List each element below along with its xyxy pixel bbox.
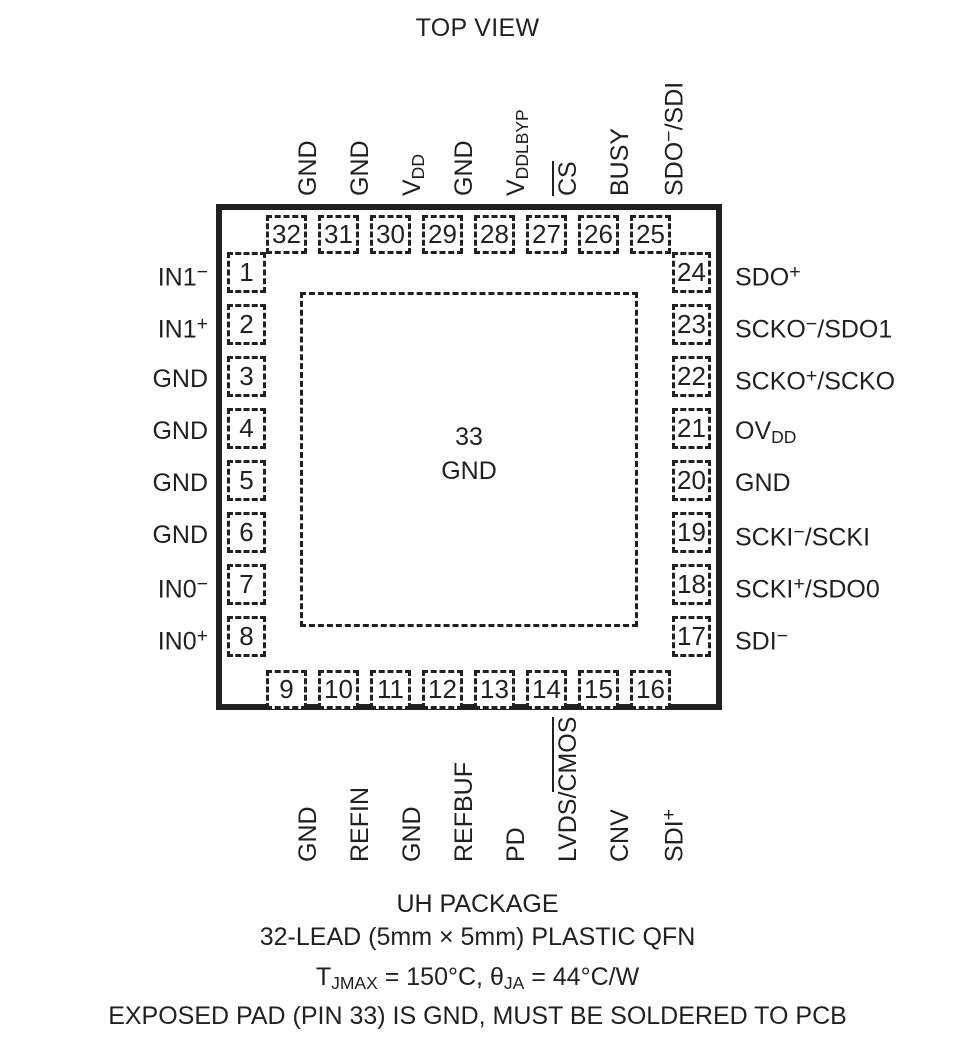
pin-pad-24: 24 [672,252,711,293]
pin-label-30: VDD [398,154,428,196]
pin-pad-30: 30 [370,215,411,254]
pin-label-1: IN1− [157,261,208,292]
pin-label-3: GND [152,365,208,393]
pin-label-2: IN1+ [157,313,208,344]
pin-pad-3: 3 [227,356,266,397]
pin-pad-13: 13 [474,670,515,709]
pin-label-9: GND [294,806,322,862]
pin-label-17: SDI− [735,625,789,656]
pin-label-11: GND [398,806,426,862]
pin-label-19: SCKI−/SCKI [735,521,871,552]
pin-label-13: PD [502,827,530,862]
pin-pad-9: 9 [266,670,307,709]
caption-package-name: UH PACKAGE [396,890,559,918]
pin-label-8: IN0+ [157,625,208,656]
pin-pad-25: 25 [630,215,671,254]
pin-pad-26: 26 [578,215,619,254]
caption-theta-value: = 44°C/W [524,963,640,991]
caption-tj-value: = 150°C, [377,963,490,991]
pin-label-18: SCKI+/SDO0 [735,573,880,604]
pin-label-10: REFIN [346,787,374,862]
pin-label-29: GND [450,140,478,196]
page-title: TOP VIEW [415,14,540,42]
package-caption: UH PACKAGE 32-LEAD (5mm × 5mm) PLASTIC Q… [0,888,955,1033]
pin-pad-6: 6 [227,512,266,553]
caption-package-spec: 32-LEAD (5mm × 5mm) PLASTIC QFN [259,923,696,951]
pin-pad-10: 10 [318,670,359,709]
pin-pad-29: 29 [422,215,463,254]
pin-pad-15: 15 [578,670,619,709]
caption-thermal-spec: TJMAX = 150°C, θJA = 44°C/W [0,954,955,1000]
pin-pad-27: 27 [526,215,567,254]
pin-pad-14: 14 [526,670,567,709]
pin-label-20: GND [735,469,791,497]
pin-label-27: CS [552,161,582,196]
pin-label-16: SDI+ [658,808,689,862]
pin-label-6: GND [152,521,208,549]
pin-label-31: GND [346,140,374,196]
pin-pad-4: 4 [227,408,266,449]
pin-label-22: SCKO+/SCKO [735,365,896,396]
pin-label-4: GND [152,417,208,445]
pin-pad-23: 23 [672,304,711,345]
caption-theta-symbol: θ [489,963,504,991]
pin-pad-5: 5 [227,460,266,501]
pin-label-23: SCKO−/SDO1 [735,313,893,344]
caption-tj-subscript: JMAX [331,972,378,993]
pin-pad-19: 19 [672,512,711,553]
pin-pad-21: 21 [672,408,711,449]
pin-pad-16: 16 [630,670,671,709]
pin-label-25: SDO−/SDI [658,81,689,196]
pin-pad-20: 20 [672,460,711,501]
pin-pad-31: 31 [318,215,359,254]
pin-pad-12: 12 [422,670,463,709]
pin-label-21: OVDD [735,417,797,447]
pin-pad-22: 22 [672,356,711,397]
exposed-pad-outline [300,292,638,627]
pin-pad-1: 1 [227,252,266,293]
pin-label-24: SDO+ [735,261,801,292]
pin-label-12: REFBUF [450,762,478,862]
pin-label-15: CNV [606,809,634,862]
pin-pad-18: 18 [672,564,711,605]
pin-pad-17: 17 [672,616,711,657]
pin-pad-7: 7 [227,564,266,605]
pin-pad-11: 11 [370,670,411,709]
pin-label-26: BUSY [606,127,634,196]
pin-label-28: VDDLBYP [502,109,532,196]
caption-theta-subscript: JA [503,972,525,993]
caption-tj-symbol: T [315,963,332,991]
caption-exposed-pad-note: EXPOSED PAD (PIN 33) IS GND, MUST BE SOL… [108,1001,847,1030]
pin-pad-32: 32 [266,215,307,254]
pin-pad-2: 2 [227,304,266,345]
pin-label-5: GND [152,469,208,497]
pin-label-7: IN0− [157,573,208,604]
pin-pad-28: 28 [474,215,515,254]
pin-label-14: LVDS/CMOS [552,716,582,862]
exposed-pad-label: 33 GND [441,423,497,485]
pin-label-32: GND [294,140,322,196]
pin-pad-8: 8 [227,616,266,657]
